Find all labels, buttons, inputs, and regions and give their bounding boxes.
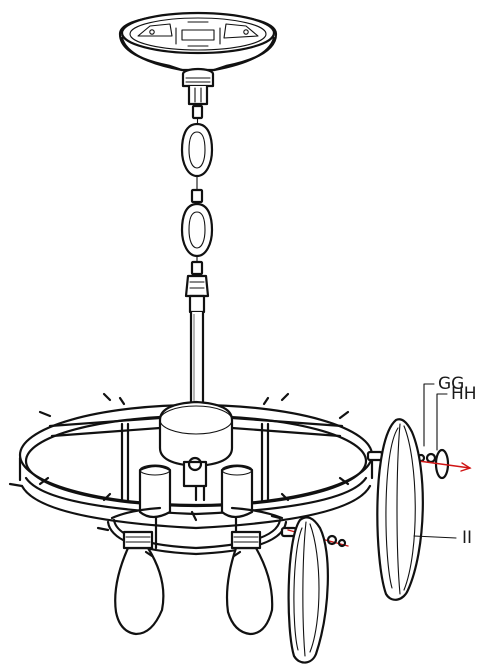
chain <box>180 104 214 276</box>
shade-lower <box>287 516 329 664</box>
label-ii: II <box>462 528 473 548</box>
ceiling-canopy <box>118 11 278 72</box>
shade-right <box>376 418 424 601</box>
leader-ii <box>413 535 457 539</box>
ring-clips <box>8 392 350 558</box>
label-hh: HH <box>451 384 477 404</box>
bulbs <box>114 530 274 636</box>
down-rod <box>189 310 205 410</box>
center-hub <box>158 400 234 468</box>
candle-sockets <box>138 456 254 519</box>
canopy-collar <box>181 67 215 106</box>
label-gg: GG <box>438 374 465 394</box>
leader-hh <box>436 393 448 451</box>
leader-gg <box>423 383 435 447</box>
label-leaders <box>413 383 457 539</box>
loop-connector <box>184 274 210 314</box>
